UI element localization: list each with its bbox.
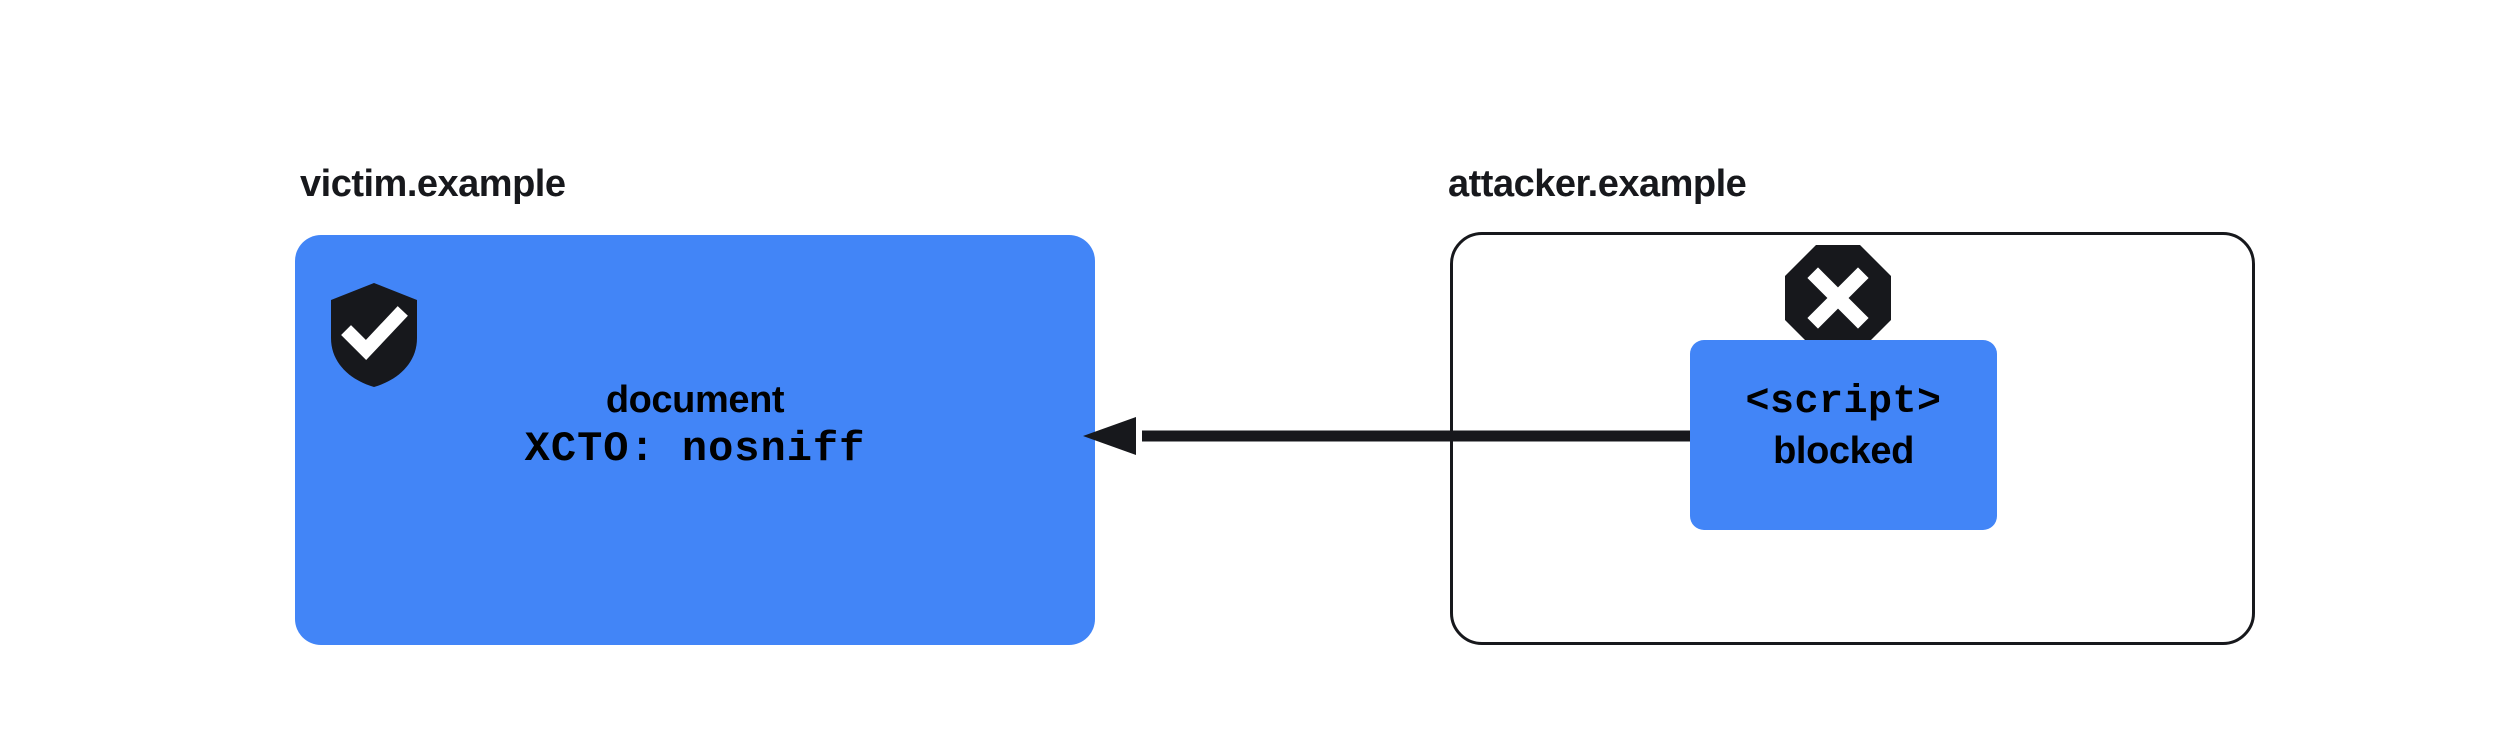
attacker-script-line-1: <script>: [1745, 380, 1942, 425]
victim-document-line-2: XCTO: nosniff: [524, 425, 866, 473]
attacker-script-text: <script> blocked: [1690, 378, 1997, 474]
attacker-script-line-2: blocked: [1773, 430, 1914, 472]
attacker-origin-label: attacker.example: [1448, 163, 1747, 205]
victim-document-text: document XCTO: nosniff: [295, 377, 1095, 475]
blocked-request-arrow: [1083, 417, 1700, 455]
octagon-x-icon: [1785, 245, 1891, 351]
attacker-script-box: <script> blocked: [1690, 340, 1997, 530]
victim-origin-label: victim.example: [300, 163, 566, 205]
shield-check-icon: [331, 283, 417, 387]
victim-document-box: document XCTO: nosniff: [295, 235, 1095, 645]
victim-document-line-1: document: [605, 379, 785, 421]
